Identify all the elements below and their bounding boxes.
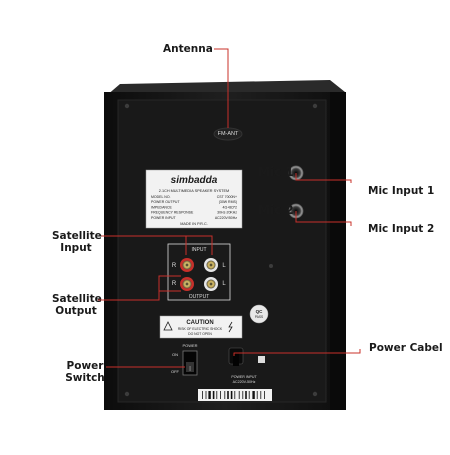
caution-line-1: RISK OF ELECTRIC SHOCK	[178, 327, 223, 331]
spec-row-label: POWER INPUT	[151, 216, 177, 220]
barcode-bar	[242, 391, 244, 399]
satellite-input-line-1: Satellite	[52, 230, 102, 242]
mic-input-2-callout: Mic Input 2	[368, 223, 435, 235]
spec-row-value: 4Ω+8Ω*2	[223, 205, 238, 209]
barcode-bar	[234, 391, 236, 399]
barcode-bar	[230, 391, 233, 399]
screw	[312, 103, 318, 109]
screw	[269, 264, 273, 268]
power-switch-rocker[interactable]	[186, 362, 194, 372]
made-in-label: MADE IN P.R.C.	[180, 222, 208, 226]
l-label-input: L	[222, 263, 226, 269]
barcode-bar	[224, 391, 226, 399]
screw	[312, 391, 318, 397]
mic-input-1-callout: Mic Input 1	[368, 185, 435, 197]
screw	[124, 103, 130, 109]
barcode-bar	[252, 391, 255, 399]
barcode-bar	[202, 391, 203, 399]
qc-pass-text: PASS	[255, 315, 263, 319]
satellite-output-callout: Satellite Output	[52, 293, 102, 317]
mic-1-callout: Mic 1	[258, 165, 294, 179]
barcode-bar	[245, 391, 247, 399]
spec-rows: MODEL NO. CST 7000N+ POWER OUTPUT (30W RMS)…	[151, 195, 237, 220]
mic-input-1-leader	[295, 173, 352, 183]
barcode-bar	[208, 391, 211, 399]
spec-row-value: (30W RMS)	[219, 200, 237, 204]
r-label-input: R	[172, 263, 177, 269]
spec-row-value: CST 7000N+	[217, 195, 237, 199]
output-label: OUTPUT	[189, 294, 210, 300]
satellite-output-leader-branch	[158, 275, 181, 291]
mic-input-2-leader	[295, 211, 352, 226]
spec-row-label: IMPEDANCE	[151, 205, 172, 209]
barcode-bar	[205, 391, 207, 399]
qc-pass-sticker	[249, 304, 269, 324]
rca-input-l-jack	[206, 260, 216, 270]
caution-line-2: DO NOT OPEN	[188, 332, 212, 336]
spec-row-label: POWER OUTPUT	[151, 200, 180, 204]
power-cabel-leader	[233, 349, 361, 356]
barcode-bar	[238, 391, 240, 399]
barcode-bar	[260, 391, 262, 399]
leader-lines	[98, 48, 361, 368]
qc-text: QC	[256, 309, 264, 314]
barcode-bar	[264, 391, 265, 399]
barcode-bar	[248, 391, 250, 399]
fm-ant-label: FM-ANT	[218, 131, 239, 137]
spec-row-value: 30Hz-20KHz	[217, 211, 237, 215]
rca-output-r-jack	[182, 279, 192, 289]
spec-row-label: MODEL NO.	[151, 195, 171, 199]
power-switch-callout: Power Switch	[64, 360, 106, 384]
spec-title: 2.1CH MULTIMEDIA SPEAKER SYSTEM	[159, 189, 229, 193]
lightning-icon	[228, 321, 233, 333]
spec-row-label: FREQUENCY RESPONSE	[151, 211, 194, 215]
power-cabel-callout: Power Cabel	[369, 342, 443, 354]
spec-label-panel	[145, 169, 243, 229]
fuse-plate	[258, 356, 265, 363]
antenna-callout: Antenna	[163, 43, 213, 55]
barcode-bar	[212, 391, 215, 399]
power-label: POWER	[182, 343, 197, 348]
brand-name: simbadda	[171, 175, 218, 186]
satellite-input-leader	[100, 235, 213, 255]
screw	[124, 391, 130, 397]
caution-title: CAUTION	[186, 320, 213, 326]
warning-triangle-icon	[163, 321, 173, 331]
barcode	[202, 391, 265, 399]
satellite-output-line-1: Satellite	[52, 293, 102, 305]
barcode-bar	[220, 391, 221, 399]
satellite-input-callout: Satellite Input	[52, 230, 102, 254]
rca-output-l-jack	[206, 279, 216, 289]
barcode-bar	[256, 391, 258, 399]
rca-input-r-jack	[182, 260, 192, 270]
satellite-output-line-2: Output	[55, 305, 97, 317]
antenna-leader	[214, 48, 229, 128]
power-input-text-1: POWER INPUT	[231, 375, 257, 379]
r-label-output: R	[172, 281, 177, 287]
input-label: INPUT	[192, 247, 207, 253]
on-label: ON	[172, 352, 178, 357]
power-switch-mark: |	[189, 366, 190, 372]
power-switch-line-2: Switch	[65, 372, 105, 384]
spec-row-value: AC220V/50Hz	[215, 216, 237, 220]
power-cable	[233, 352, 239, 366]
caution-label	[159, 315, 243, 339]
power-input-text-2: AC220V-50Hz	[233, 380, 256, 384]
barcode-bar	[227, 391, 229, 399]
barcode-bar	[216, 391, 218, 399]
l-label-output: L	[222, 281, 226, 287]
speaker-right-side	[330, 92, 346, 410]
off-label: OFF	[171, 369, 180, 374]
mic-2-callout: Mic 2	[258, 203, 294, 217]
power-switch-line-1: Power	[66, 360, 104, 372]
satellite-input-line-2: Input	[60, 242, 92, 254]
satellite-output-leader	[98, 290, 181, 301]
